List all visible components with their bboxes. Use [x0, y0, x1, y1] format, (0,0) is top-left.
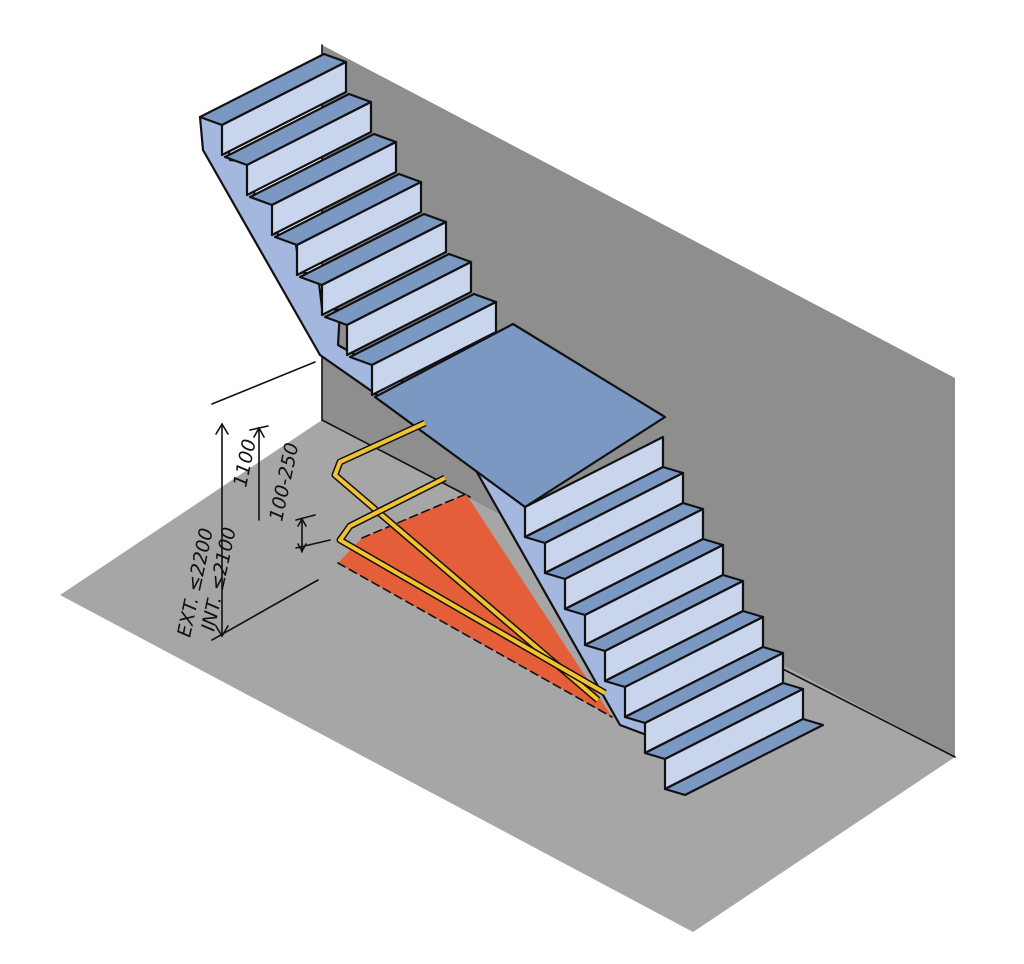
- stair-riser: [320, 220, 448, 317]
- stair-riser: [295, 180, 423, 277]
- guard-rail: [331, 419, 607, 703]
- stair-riser: [270, 140, 398, 237]
- dimension-lines: [211, 361, 331, 641]
- floor-plane: [60, 420, 955, 932]
- stair-riser: [345, 260, 473, 357]
- stair-flights: [198, 52, 825, 797]
- stair-tread: [663, 717, 825, 797]
- stair-riser: [245, 100, 373, 197]
- stair-riser: [220, 60, 348, 157]
- stair-landing: [373, 322, 667, 509]
